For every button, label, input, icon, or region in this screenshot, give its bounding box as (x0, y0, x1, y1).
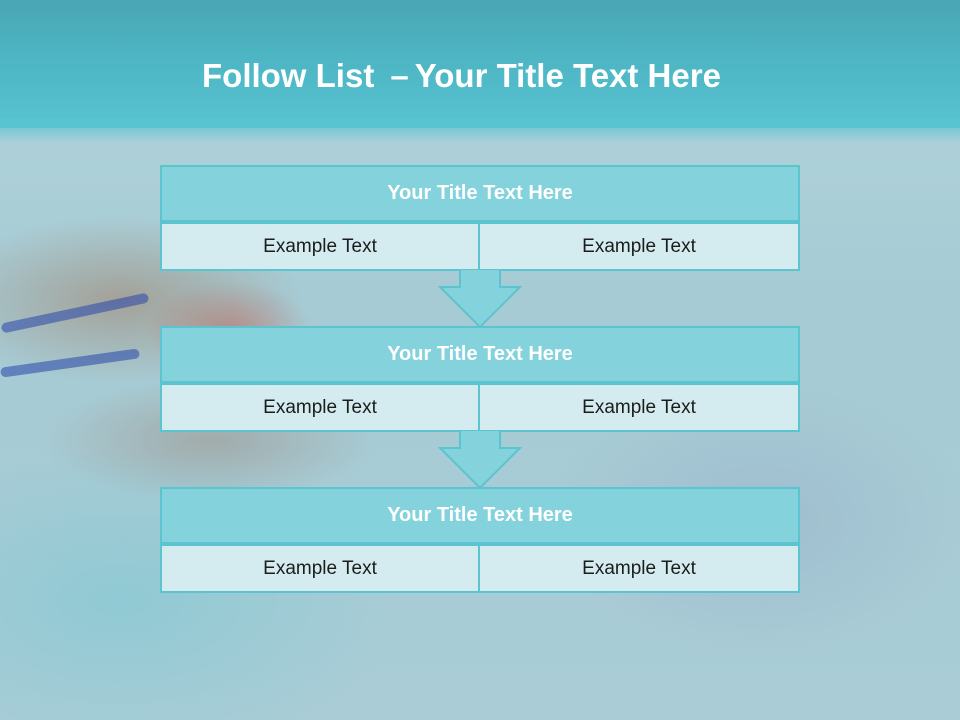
block-title: Your Title Text Here (160, 326, 800, 383)
list-block-3: Your Title Text Here Example Text Exampl… (160, 487, 800, 593)
block-cell-right: Example Text (480, 383, 800, 432)
title-bold-part: Follow List (202, 57, 375, 94)
list-block-2: Your Title Text Here Example Text Exampl… (160, 326, 800, 432)
swimmer-strap-top (0, 292, 150, 334)
title-dash: – (390, 57, 409, 94)
block-cell-left: Example Text (160, 383, 480, 432)
slide-title: Follow List–Your Title Text Here (202, 54, 721, 98)
block-cell-left: Example Text (160, 544, 480, 593)
down-arrow-icon (438, 269, 522, 329)
block-cell-right: Example Text (480, 222, 800, 271)
block-cell-right: Example Text (480, 544, 800, 593)
header-fade (0, 118, 960, 144)
down-arrow-icon (438, 430, 522, 490)
header-band (0, 0, 960, 128)
list-block-1: Your Title Text Here Example Text Exampl… (160, 165, 800, 271)
block-title: Your Title Text Here (160, 165, 800, 222)
swimmer-strap-bottom (0, 348, 141, 378)
block-cell-left: Example Text (160, 222, 480, 271)
title-rest: Your Title Text Here (414, 57, 721, 94)
block-title: Your Title Text Here (160, 487, 800, 544)
